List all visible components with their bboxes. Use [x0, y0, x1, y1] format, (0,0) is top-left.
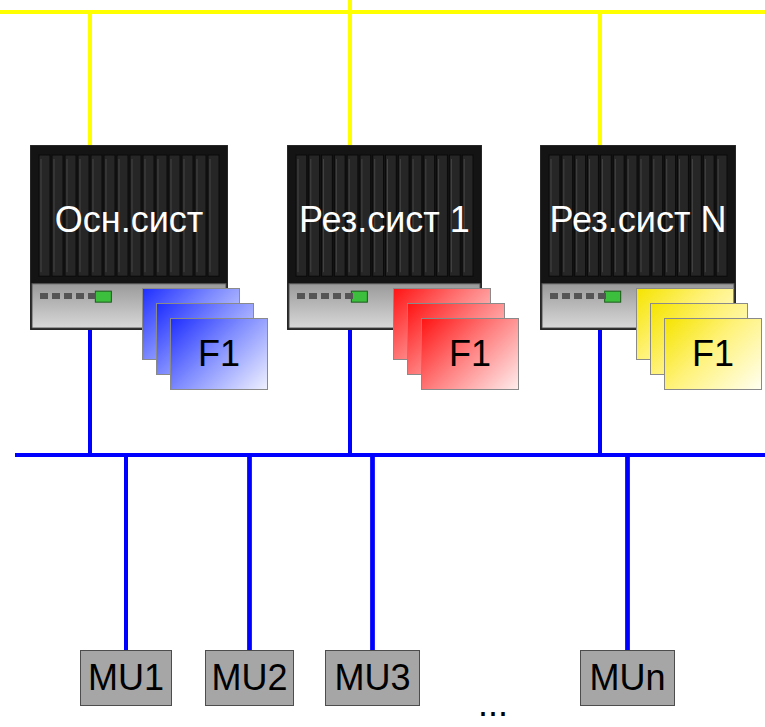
measurement-unit-box: MU2: [205, 650, 294, 706]
measurement-unit-box: MU1: [80, 650, 172, 706]
port-symbol: [76, 293, 84, 299]
ellipsis-note: ...: [478, 684, 508, 724]
port-symbol: [586, 293, 594, 299]
function-card-stack: F1: [393, 288, 519, 390]
port-symbol: [321, 293, 329, 299]
port-symbol: [333, 293, 341, 299]
field-bus-link: [600, 330, 628, 650]
port-symbol: [40, 293, 48, 299]
blade-highlight: [54, 159, 55, 272]
blade-slot: [39, 155, 50, 276]
function-name: F1: [664, 318, 762, 390]
port-symbol: [88, 293, 96, 299]
port-symbol: [598, 293, 606, 299]
system-name: Рез.сист N: [540, 200, 736, 240]
function-card-stack: F1: [142, 288, 268, 390]
function-card-stack: F1: [636, 288, 762, 390]
port-symbol: [64, 293, 72, 299]
backbone-link: [90, 12, 350, 145]
port-symbol: [574, 293, 582, 299]
system-name: Осн.сист: [30, 200, 228, 240]
port-symbol: [562, 293, 570, 299]
port-symbol: [309, 293, 317, 299]
status-light: [351, 291, 367, 302]
blade-highlight: [41, 159, 42, 272]
blade-highlight: [298, 159, 299, 272]
function-name: F1: [170, 318, 268, 390]
field-bus-link: [350, 330, 373, 650]
field-bus-link: [90, 330, 126, 650]
backbone-link: [90, 12, 600, 145]
function-name: F1: [421, 318, 519, 390]
status-light: [95, 291, 111, 302]
label-layer: ...: [478, 684, 508, 724]
measurement-unit-box: MUn: [580, 650, 675, 706]
unit-name: MU3: [334, 658, 410, 698]
unit-name: MU1: [88, 658, 164, 698]
blade-highlight: [210, 159, 211, 272]
measurement-unit-box: MU3: [325, 650, 420, 706]
status-light: [605, 291, 621, 302]
unit-name: MUn: [589, 658, 665, 698]
port-symbol: [345, 293, 353, 299]
port-symbol: [52, 293, 60, 299]
system-name: Рез.сист 1: [287, 200, 482, 240]
unit-name: MU2: [211, 658, 287, 698]
port-symbol: [550, 293, 558, 299]
blade-slot: [208, 155, 219, 276]
backbone-link: [350, 12, 600, 145]
port-symbol: [297, 293, 305, 299]
